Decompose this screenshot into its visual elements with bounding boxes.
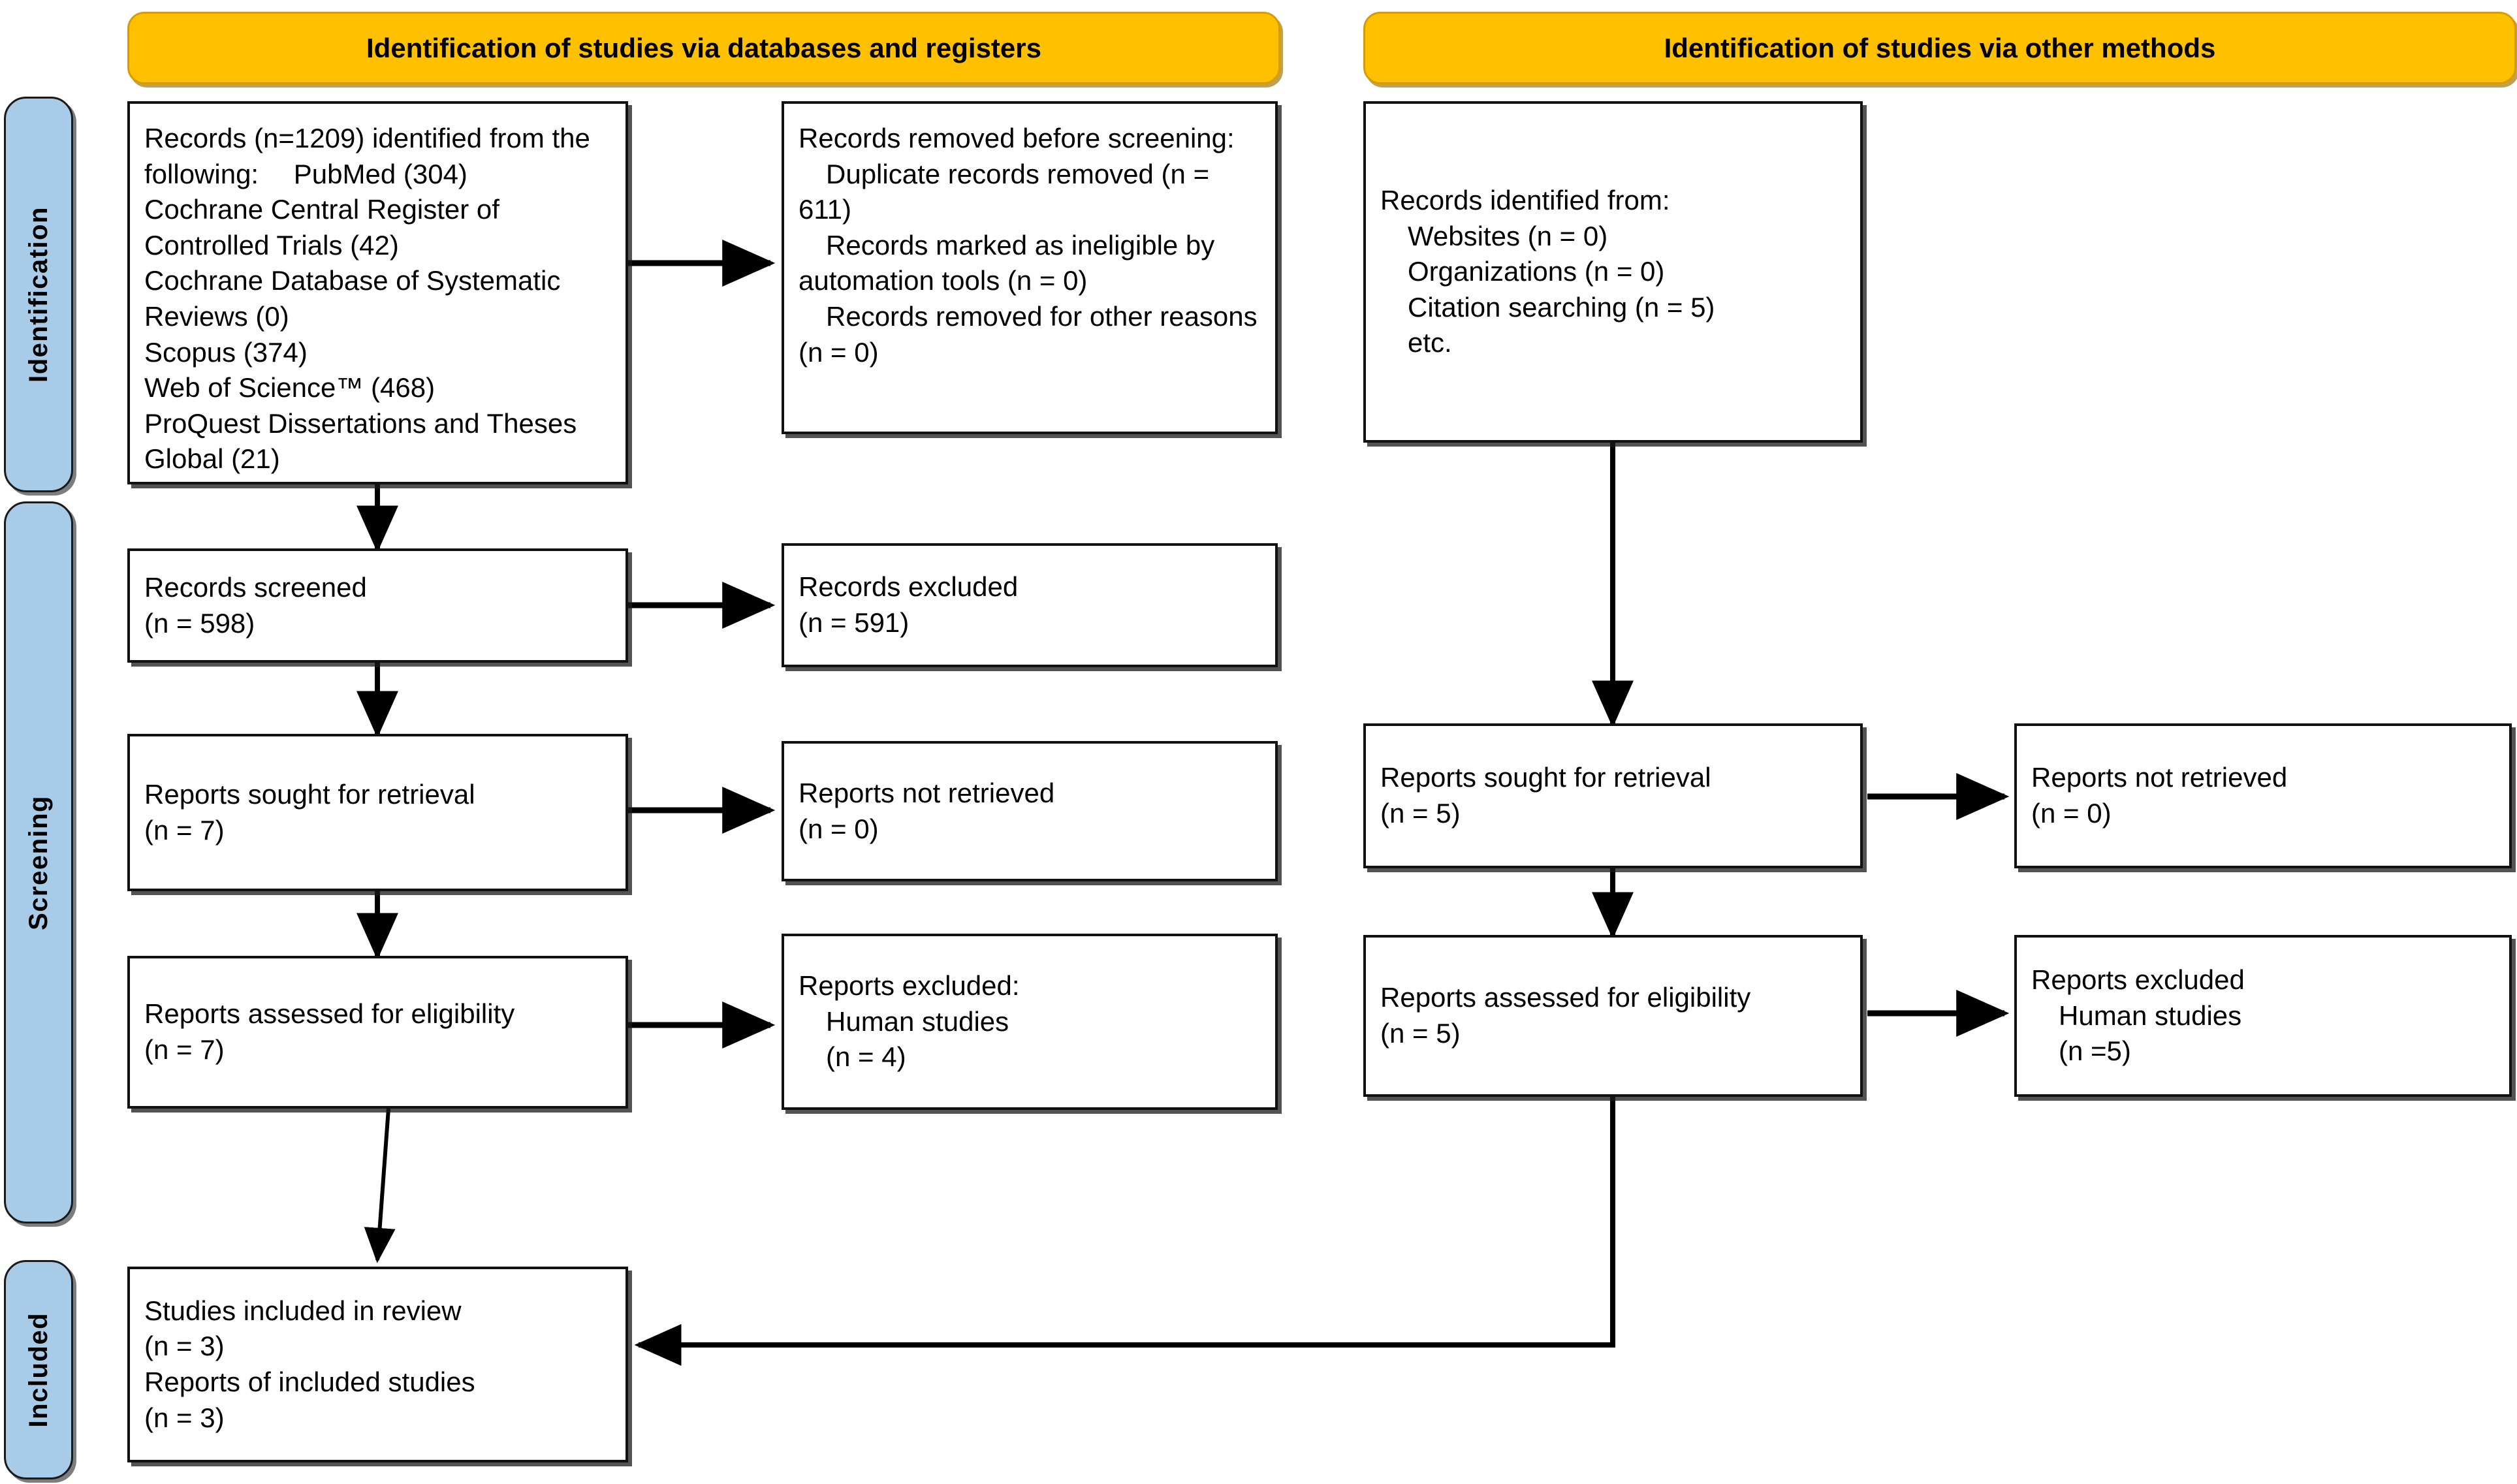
phase-bar-identification: Identification	[4, 97, 73, 492]
box-reports-excluded-left-text: Reports excluded: Human studies (n = 4)	[799, 970, 1020, 1073]
box-records-excluded-text: Records excluded (n = 591)	[799, 571, 1019, 638]
box-records-screened-text: Records screened (n = 598)	[144, 571, 367, 639]
box-reports-assessed-left: Reports assessed for eligibility (n = 7)	[127, 956, 628, 1109]
box-studies-included-text: Studies included in review (n = 3) Repor…	[144, 1295, 475, 1433]
box-reports-not-retrieved-left-text: Reports not retrieved (n = 0)	[799, 777, 1055, 844]
box-reports-sought-right-text: Reports sought for retrieval (n = 5)	[1380, 762, 1711, 829]
column-header-databases-text: Identification of studies via databases …	[366, 32, 1041, 63]
box-records-identified-other: Records identified from: Websites (n = 0…	[1363, 101, 1863, 443]
box-reports-sought-right: Reports sought for retrieval (n = 5)	[1363, 723, 1863, 868]
column-header-other-methods: Identification of studies via other meth…	[1363, 12, 2516, 84]
column-header-databases: Identification of studies via databases …	[127, 12, 1280, 84]
phase-label-screening: Screening	[24, 795, 53, 930]
box-records-identified-text: Records (n=1209) identified from the fol…	[144, 123, 590, 475]
phase-bar-screening: Screening	[4, 501, 73, 1224]
box-studies-included: Studies included in review (n = 3) Repor…	[127, 1267, 628, 1462]
box-records-screened: Records screened (n = 598)	[127, 548, 628, 663]
box-reports-excluded-right: Reports excluded Human studies (n =5)	[2014, 935, 2512, 1097]
box-records-identified: Records (n=1209) identified from the fol…	[127, 101, 628, 484]
phase-label-identification: Identification	[24, 206, 53, 383]
box-reports-assessed-left-text: Reports assessed for eligibility (n = 7)	[144, 998, 515, 1065]
box-reports-not-retrieved-right: Reports not retrieved (n = 0)	[2014, 723, 2512, 868]
box-reports-excluded-left: Reports excluded: Human studies (n = 4)	[782, 934, 1278, 1110]
box-reports-not-retrieved-left: Reports not retrieved (n = 0)	[782, 741, 1278, 881]
box-records-removed-text: Records removed before screening: Duplic…	[799, 123, 1258, 368]
phase-label-included: Included	[24, 1312, 53, 1428]
box-reports-assessed-right-text: Reports assessed for eligibility (n = 5)	[1380, 982, 1751, 1049]
edge-assessed-to-included	[364, 1108, 396, 1263]
column-header-other-methods-text: Identification of studies via other meth…	[1664, 32, 2216, 63]
phase-bar-included: Included	[4, 1260, 73, 1479]
box-records-removed: Records removed before screening: Duplic…	[782, 101, 1278, 434]
edge-assessedright-to-included	[634, 1097, 1615, 1366]
box-reports-not-retrieved-right-text: Reports not retrieved (n = 0)	[2031, 762, 2288, 829]
box-reports-assessed-right: Reports assessed for eligibility (n = 5)	[1363, 935, 1863, 1097]
box-reports-sought-left-text: Reports sought for retrieval (n = 7)	[144, 778, 475, 845]
box-reports-excluded-right-text: Reports excluded Human studies (n =5)	[2031, 964, 2245, 1067]
box-records-excluded: Records excluded (n = 591)	[782, 543, 1278, 667]
box-reports-sought-left: Reports sought for retrieval (n = 7)	[127, 734, 628, 891]
box-records-identified-other-text: Records identified from: Websites (n = 0…	[1380, 185, 1715, 358]
